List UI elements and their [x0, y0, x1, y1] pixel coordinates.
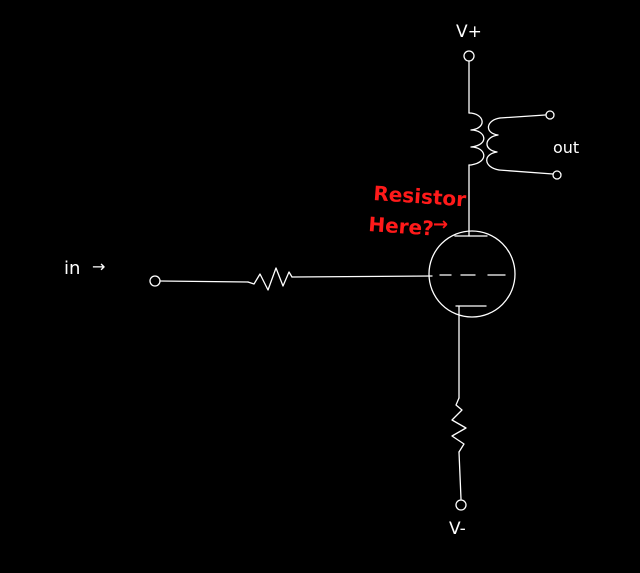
grid-resistor: [247, 267, 293, 291]
input-label: in: [64, 258, 80, 279]
transformer-primary-coil: [468, 112, 485, 166]
cathode-resistor: [451, 397, 467, 453]
output-terminal-bottom: [552, 170, 562, 180]
v-minus-wire: [458, 451, 462, 500]
input-terminal: [149, 275, 161, 287]
output-terminal-top: [545, 110, 555, 120]
v-plus-terminal: [463, 50, 475, 62]
output-wire-top: [499, 114, 546, 119]
grid-wire: [291, 275, 433, 278]
v-minus-terminal: [455, 499, 467, 511]
annotation-arrow-icon: →: [433, 214, 448, 235]
v-plus-label: V+: [456, 22, 482, 42]
v-minus-label: V-: [449, 519, 466, 539]
input-wire: [159, 280, 249, 283]
input-arrow: →: [92, 257, 105, 276]
output-wire-bottom: [498, 169, 554, 175]
output-label: out: [553, 138, 579, 157]
annotation-line-1: Resistor: [373, 181, 467, 211]
transformer-secondary-coil: [486, 117, 501, 171]
annotation-line-2: Here?: [368, 212, 435, 240]
vacuum-tube-envelope: [428, 230, 516, 318]
